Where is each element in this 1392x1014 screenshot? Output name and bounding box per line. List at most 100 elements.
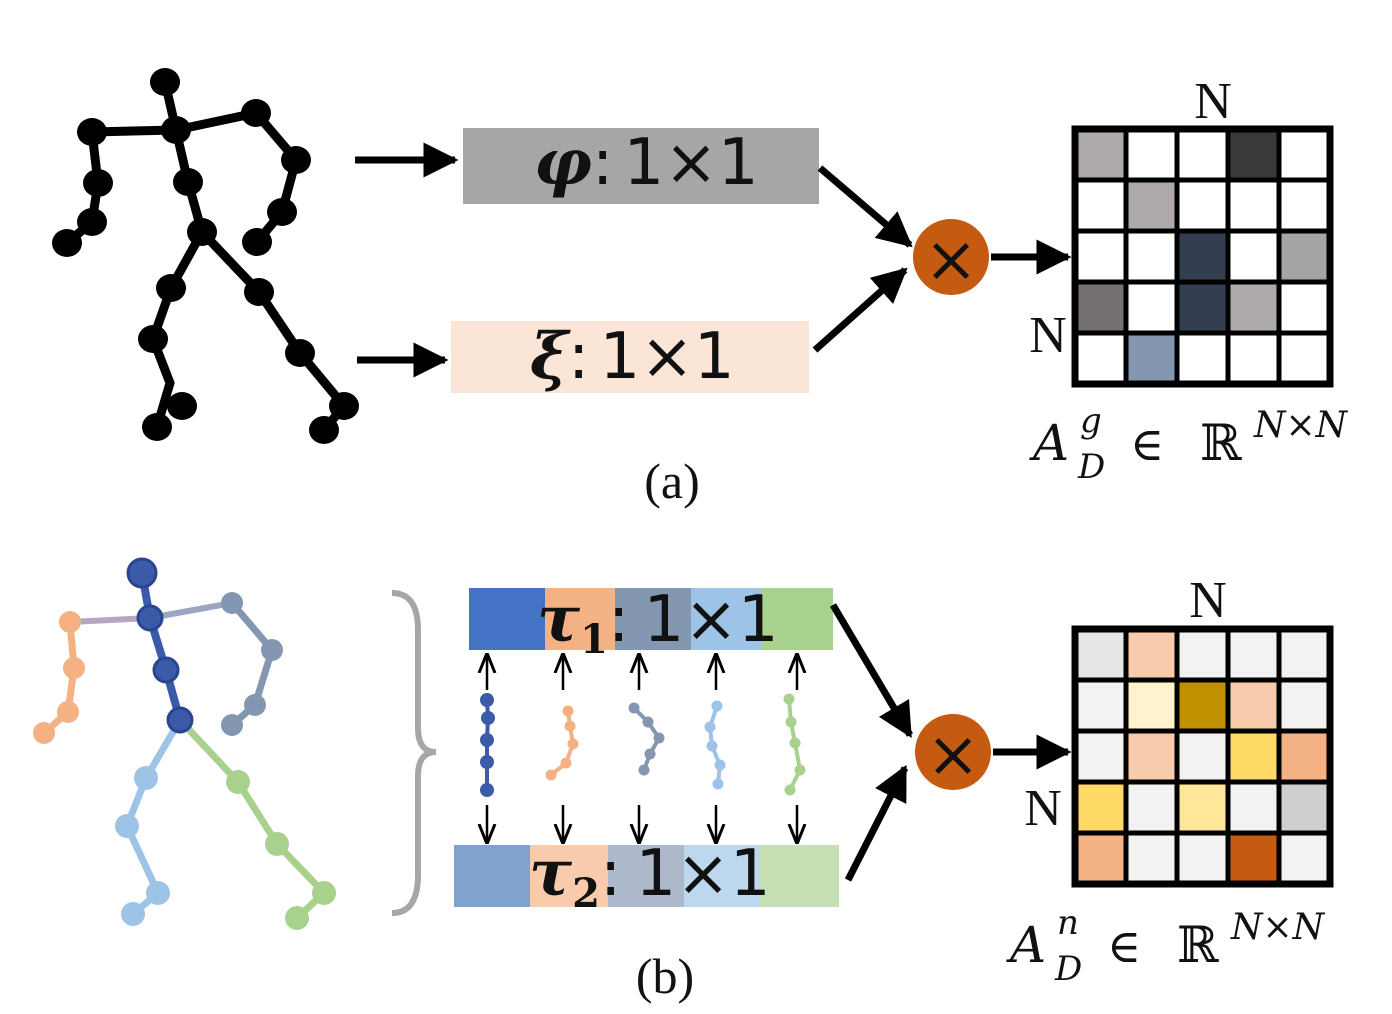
svg-text:D: D — [1054, 949, 1082, 989]
svg-text:φ:1×1: φ:1×1 — [534, 125, 759, 200]
xi-colon: : — [568, 320, 590, 394]
tau2-subscript: 2 — [572, 870, 600, 917]
caption-b: (b) — [636, 948, 694, 1004]
joint-dot — [481, 711, 495, 725]
matrix-cell — [1123, 126, 1180, 183]
matrix-cell — [1174, 728, 1231, 785]
svg-text:ξ:1×1: ξ:1×1 — [530, 319, 735, 394]
arrow-phi-to-multiply — [817, 165, 913, 248]
multiply-symbol-a: × — [924, 223, 978, 297]
tau1-symbol: τ — [537, 582, 581, 657]
svg-text:∈: ∈ — [1107, 919, 1141, 973]
matrix-cell — [1123, 228, 1180, 285]
matrix-cell — [1225, 677, 1282, 734]
bar-segment — [608, 845, 684, 907]
formula-a: A g D ∈ ℝ N×N — [1029, 401, 1349, 487]
svg-text:τ2:1×1: τ2:1×1 — [529, 836, 771, 917]
matrix-b — [1071, 625, 1334, 888]
matrix-cell — [1174, 330, 1231, 387]
panel-b: τ1:1×1 τ2:1×1 × N N A n D ∈ ℝ N×N — [33, 557, 1334, 1004]
matrix-cell — [1072, 279, 1129, 336]
xi-box — [451, 321, 809, 393]
matrix-cell — [1225, 779, 1282, 836]
matrix-a-top-label: N — [1194, 73, 1232, 130]
matrix-cell — [1174, 126, 1231, 183]
joint-dot — [714, 759, 726, 771]
matrix-cell — [1276, 279, 1333, 336]
bar-segment — [615, 588, 691, 650]
matrix-cell — [1072, 126, 1129, 183]
matrix-cell — [1123, 728, 1180, 785]
joint-dot — [783, 693, 795, 705]
matrix-cell — [1276, 728, 1333, 785]
svg-text:A: A — [1029, 414, 1069, 472]
tau1-colon: : — [608, 583, 630, 657]
matrix-cell — [1174, 228, 1231, 285]
joint-dot — [480, 693, 494, 707]
matrix-cell — [1225, 330, 1282, 387]
joint-dot — [711, 700, 723, 712]
bar-segment — [454, 845, 530, 907]
bar-segment — [760, 845, 839, 907]
joint-dot — [480, 783, 494, 797]
joint-dot — [562, 705, 574, 717]
matrix-border — [1071, 125, 1334, 388]
matrix-cell — [1276, 177, 1333, 234]
joint-dot — [642, 716, 654, 728]
tau1-bar — [469, 588, 833, 650]
joint-dot — [567, 738, 579, 750]
tau2-symbol: τ — [529, 836, 573, 911]
joint-dot — [789, 737, 801, 749]
bar-segment — [530, 845, 608, 907]
arrow-xi-to-multiply — [812, 267, 908, 353]
matrix-border — [1071, 625, 1334, 888]
matrix-cell — [1072, 626, 1129, 683]
body-part-columns — [480, 655, 806, 842]
svg-text:ℝ: ℝ — [1200, 414, 1242, 472]
matrix-cell — [1123, 177, 1180, 234]
joint-dot — [564, 720, 576, 732]
skeleton-colored — [33, 557, 336, 930]
matrix-cell — [1225, 228, 1282, 285]
svg-text:n: n — [1057, 903, 1079, 943]
matrix-cell — [1276, 626, 1333, 683]
phi-symbol: φ — [534, 125, 592, 200]
formula-b: A n D ∈ ℝ N×N — [1006, 903, 1326, 989]
skeleton-black — [52, 68, 359, 444]
phi-label: 1×1 — [623, 126, 758, 200]
joint-dot — [480, 733, 494, 747]
matrix-cell — [1174, 779, 1231, 836]
matrix-cell — [1072, 728, 1129, 785]
svg-text:∈: ∈ — [1130, 417, 1164, 471]
joint-dot — [644, 748, 656, 760]
matrix-cell — [1276, 779, 1333, 836]
matrix-cell — [1225, 126, 1282, 183]
joint-dot — [653, 732, 665, 744]
matrix-cell — [1123, 830, 1180, 887]
tau2-label: 1×1 — [635, 837, 770, 911]
multiply-node-b: × — [915, 714, 991, 792]
bar-segment — [684, 845, 760, 907]
joint-dot — [785, 716, 797, 728]
multiply-symbol-b: × — [926, 718, 980, 792]
joint-dot — [704, 721, 716, 733]
matrix-cell — [1276, 228, 1333, 285]
bar-segment — [691, 588, 761, 650]
tau1-subscript: 1 — [580, 616, 608, 663]
joint-dot — [706, 740, 718, 752]
svg-text:N×N: N×N — [1230, 907, 1326, 948]
xi-label: 1×1 — [599, 320, 734, 394]
matrix-cell — [1174, 279, 1231, 336]
joint-dot — [638, 764, 650, 776]
grouping-brace — [391, 590, 437, 916]
phi-box — [463, 128, 819, 204]
arrow-tau1-to-multiply — [829, 603, 914, 739]
matrix-cell — [1174, 626, 1231, 683]
matrix-cell — [1225, 830, 1282, 887]
joint-dot — [545, 769, 557, 781]
joint-dot — [628, 702, 640, 714]
xi-symbol: ξ — [530, 319, 571, 394]
matrix-cell — [1072, 228, 1129, 285]
matrix-cell — [1225, 177, 1282, 234]
